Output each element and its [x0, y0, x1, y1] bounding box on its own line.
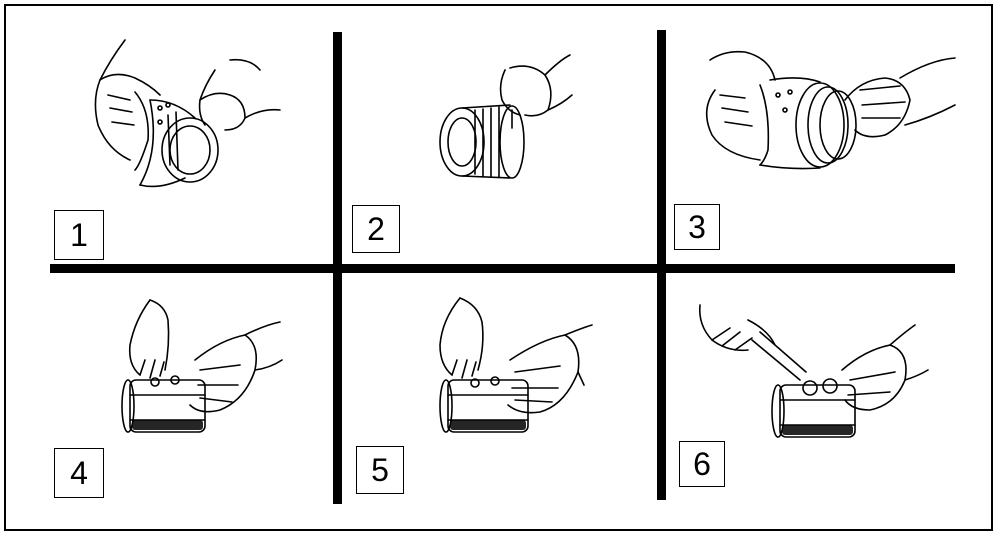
- step-1-illustration: [95, 40, 280, 186]
- step-5-illustration: [440, 298, 592, 432]
- step-1-number: 1: [54, 210, 104, 260]
- step-4-number: 4: [54, 448, 104, 498]
- step-3-illustration: [707, 52, 955, 169]
- step-6-number: 6: [679, 441, 725, 487]
- step-2-number: 2: [352, 205, 400, 253]
- vertical-divider-right: [657, 30, 666, 500]
- step-2-illustration: [440, 55, 572, 178]
- step-3-number: 3: [674, 204, 720, 250]
- step-6-illustration: [700, 305, 928, 437]
- vertical-divider-left: [333, 32, 342, 504]
- step-5-number: 5: [356, 446, 404, 494]
- horizontal-divider: [50, 264, 955, 273]
- step-4-illustration: [122, 300, 282, 432]
